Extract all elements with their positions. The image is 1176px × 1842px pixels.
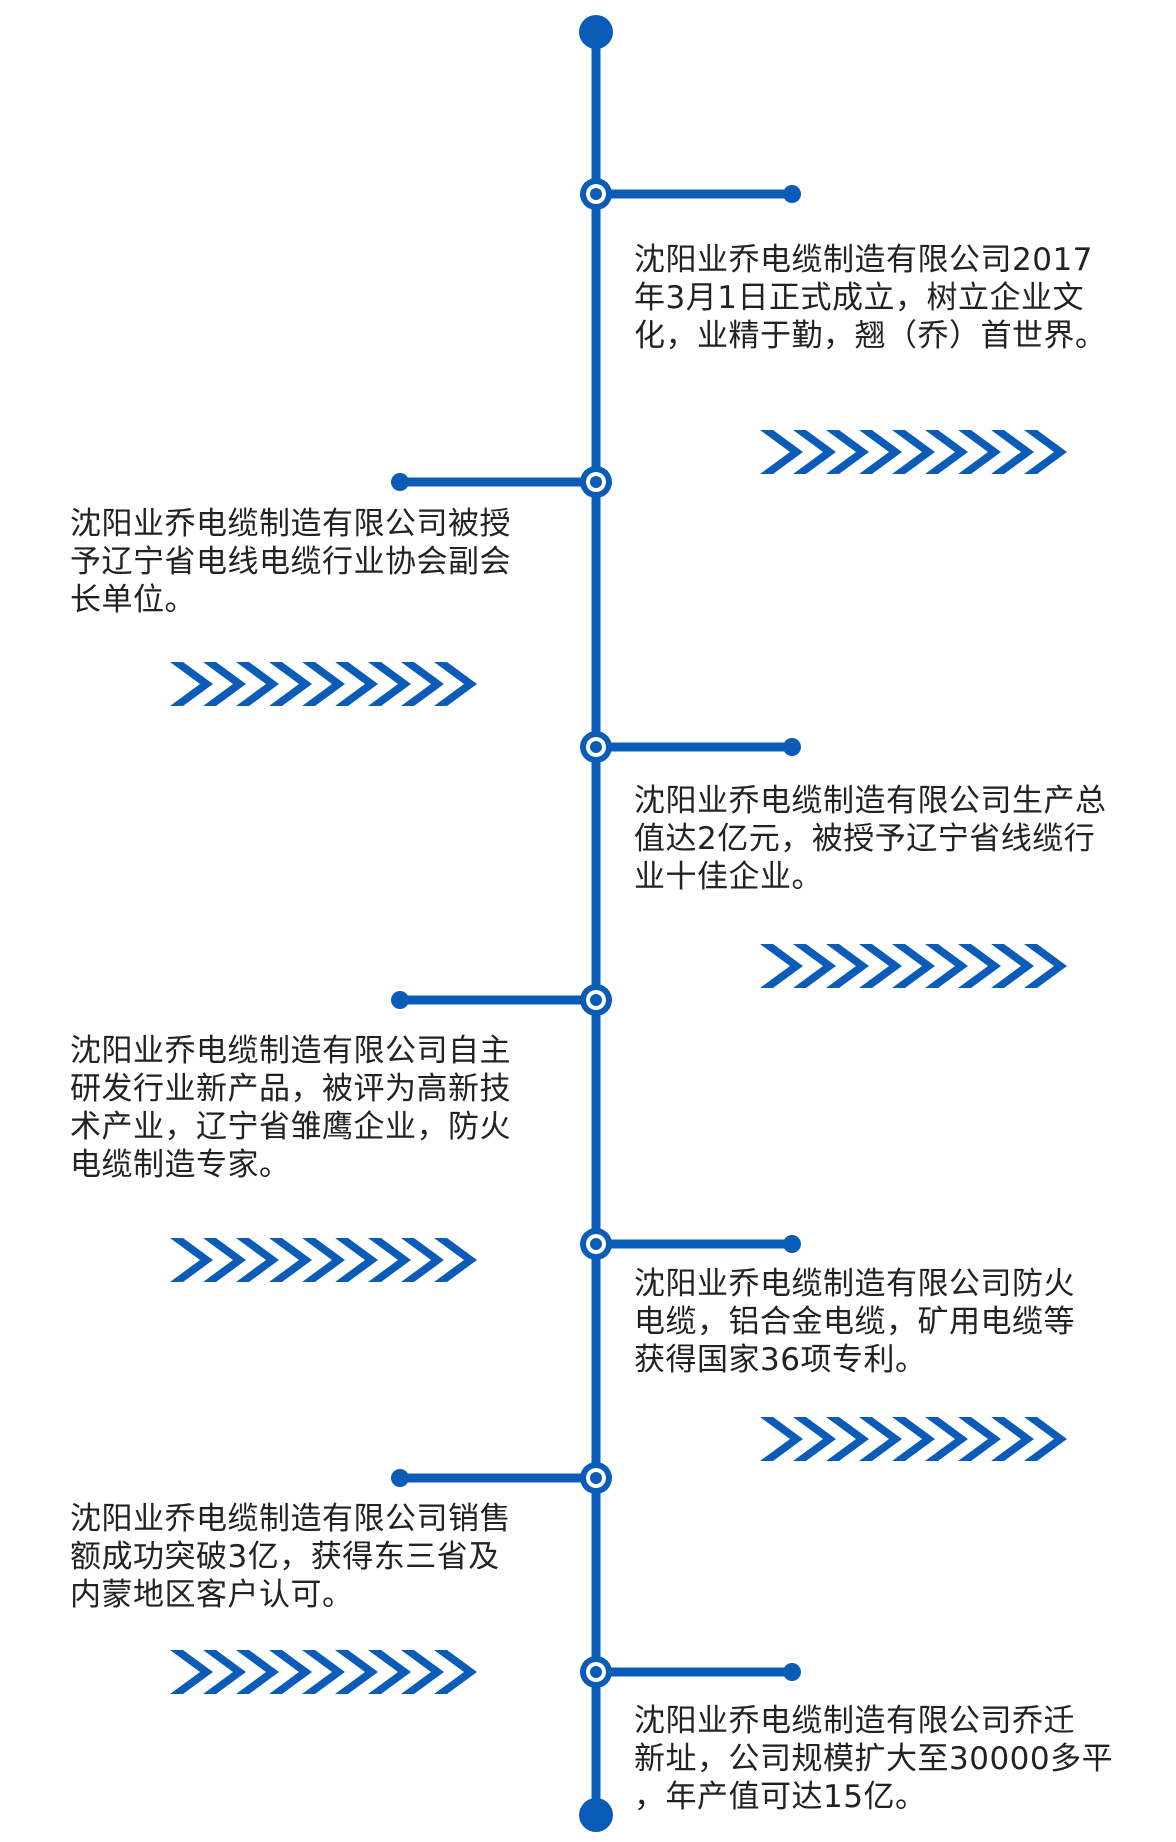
chevron-icon [236, 1650, 279, 1694]
chevron-icon [826, 944, 869, 988]
timeline-start-dot [579, 15, 613, 49]
chevron-icon [401, 662, 444, 706]
chevron-icon [203, 662, 246, 706]
chevron-icon [925, 944, 968, 988]
chevron-icon [335, 1650, 378, 1694]
event-text-2: 沈阳业乔电缆制造有限公司被授 予辽宁省电线电缆行业协会副会 长单位。 [70, 506, 511, 618]
chevron-icon [335, 662, 378, 706]
chevron-icon [368, 1238, 411, 1282]
branch-end-dot-3 [783, 738, 801, 756]
chevron-icon [859, 1417, 902, 1461]
timeline-node-center-5 [590, 1238, 602, 1250]
chevron-icon [760, 944, 803, 988]
chevron-icon [925, 430, 968, 474]
chevron-icon [958, 430, 1001, 474]
event-text-7: 沈阳业乔电缆制造有限公司乔迁 新址，公司规模扩大至30000多平 ，年产值可达1… [634, 1703, 1114, 1815]
branch-end-dot-1 [783, 185, 801, 203]
chevron-icon [793, 944, 836, 988]
chevron-icon [434, 1650, 477, 1694]
chevron-arrows-6 [170, 1650, 477, 1694]
chevron-icon [368, 1650, 411, 1694]
chevron-icon [958, 944, 1001, 988]
chevron-icon [991, 430, 1034, 474]
timeline-node-center-2 [590, 476, 602, 488]
chevron-icon [302, 1650, 345, 1694]
chevron-icon [793, 1417, 836, 1461]
chevron-icon [368, 662, 411, 706]
chevron-icon [335, 1238, 378, 1282]
event-text-3: 沈阳业乔电缆制造有限公司生产总 值达2亿元，被授予辽宁省线缆行 业十佳企业。 [634, 783, 1107, 895]
chevron-arrows-3 [760, 944, 1067, 988]
chevron-icon [236, 1238, 279, 1282]
chevron-arrows-4 [170, 1238, 477, 1282]
chevron-arrows-5 [760, 1417, 1067, 1461]
timeline-node-center-3 [590, 741, 602, 753]
chevron-icon [203, 1650, 246, 1694]
chevron-icon [269, 1238, 312, 1282]
timeline-node-center-4 [590, 994, 602, 1006]
chevron-icon [760, 1417, 803, 1461]
chevron-icon [958, 1417, 1001, 1461]
timeline-node-center-1 [590, 188, 602, 200]
branch-end-dot-2 [391, 473, 409, 491]
chevron-icon [991, 944, 1034, 988]
chevron-icon [170, 662, 213, 706]
chevron-icon [434, 662, 477, 706]
chevron-arrows-2 [170, 662, 477, 706]
chevron-icon [203, 1238, 246, 1282]
branch-end-dot-7 [783, 1663, 801, 1681]
chevron-icon [170, 1650, 213, 1694]
timeline-end-dot [579, 1798, 613, 1832]
event-text-4: 沈阳业乔电缆制造有限公司自主 研发行业新产品，被评为高新技 术产业，辽宁省雏鹰企… [70, 1033, 511, 1183]
chevron-icon [826, 1417, 869, 1461]
branch-end-dot-4 [391, 991, 409, 1009]
chevron-icon [269, 662, 312, 706]
chevron-icon [892, 1417, 935, 1461]
branch-end-dot-5 [783, 1235, 801, 1253]
chevron-icon [793, 430, 836, 474]
chevron-icon [826, 430, 869, 474]
branch-end-dot-6 [391, 1469, 409, 1487]
event-text-5: 沈阳业乔电缆制造有限公司防火 电缆，铝合金电缆，矿用电缆等 获得国家36项专利。 [634, 1266, 1075, 1378]
timeline-node-center-6 [590, 1472, 602, 1484]
chevron-icon [269, 1650, 312, 1694]
chevron-icon [434, 1238, 477, 1282]
event-text-6: 沈阳业乔电缆制造有限公司销售 额成功突破3亿，获得东三省及 内蒙地区客户认可。 [70, 1501, 511, 1613]
chevron-icon [859, 944, 902, 988]
chevron-icon [859, 430, 902, 474]
chevron-icon [760, 430, 803, 474]
chevron-icon [236, 662, 279, 706]
chevron-arrows-1 [760, 430, 1067, 474]
chevron-icon [401, 1238, 444, 1282]
chevron-icon [1024, 430, 1067, 474]
event-text-1: 沈阳业乔电缆制造有限公司2017 年3月1日正式成立，树立企业文 化，业精于勤，… [634, 242, 1107, 354]
chevron-icon [302, 662, 345, 706]
chevron-icon [892, 430, 935, 474]
chevron-icon [925, 1417, 968, 1461]
chevron-icon [991, 1417, 1034, 1461]
timeline-node-center-7 [590, 1666, 602, 1678]
chevron-icon [1024, 1417, 1067, 1461]
chevron-icon [1024, 944, 1067, 988]
chevron-icon [892, 944, 935, 988]
chevron-icon [302, 1238, 345, 1282]
chevron-icon [401, 1650, 444, 1694]
chevron-icon [170, 1238, 213, 1282]
